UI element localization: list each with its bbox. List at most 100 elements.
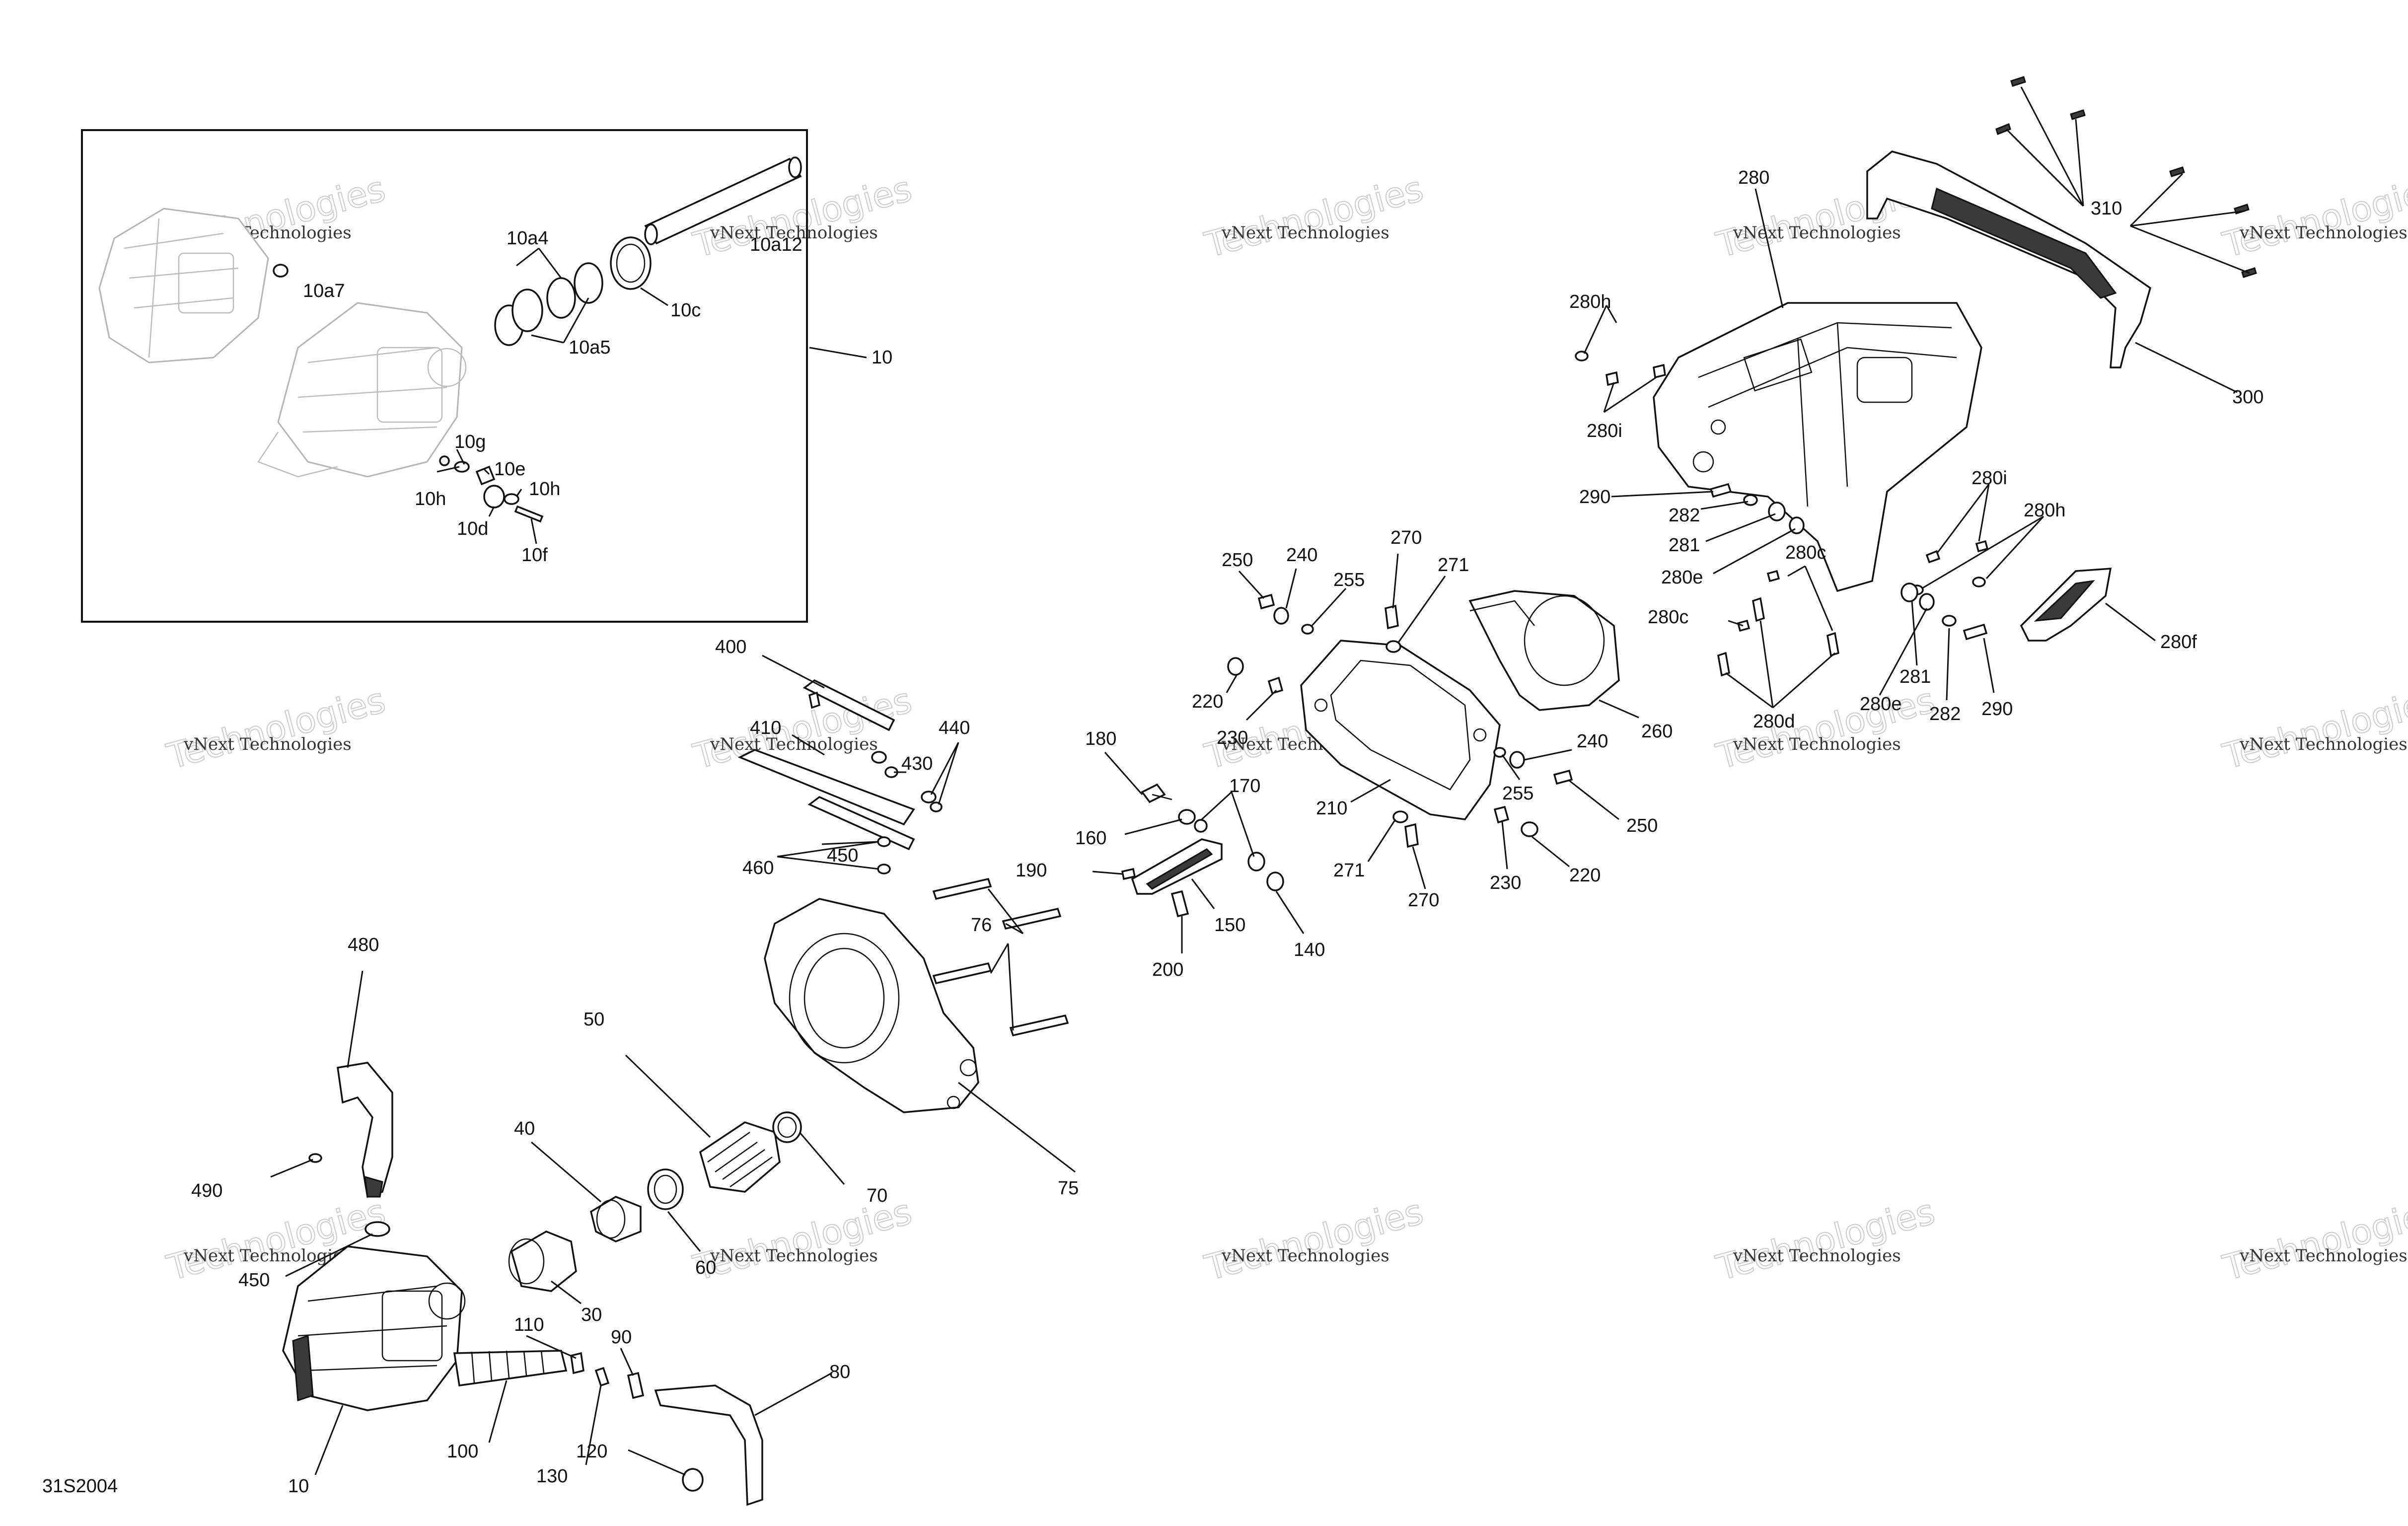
- callout-10c: 10c: [670, 300, 701, 321]
- callout-250-a: 250: [1222, 550, 1253, 571]
- callout-280c-b: 280c: [1648, 607, 1688, 628]
- ghost-housing-lower: [257, 302, 467, 478]
- watermark-text: vNext Technologies: [2239, 1246, 2408, 1266]
- plate-400: [803, 679, 895, 731]
- watermark-text: vNext Technologies: [2239, 223, 2408, 243]
- watermark-big: Technologies: [2219, 168, 2408, 266]
- bolt-290-b: [1963, 623, 1988, 641]
- watermark-big: Technologies: [163, 680, 390, 777]
- plate-450: [807, 796, 915, 851]
- watermark-text: vNext Technologies: [710, 223, 878, 243]
- callout-260: 260: [1641, 721, 1673, 742]
- watermark: Technologies vNext Technologies: [162, 679, 390, 778]
- callout-430: 430: [901, 753, 933, 774]
- callout-230-b: 230: [1490, 872, 1521, 893]
- callout-280: 280: [1738, 167, 1769, 188]
- callout-40: 40: [514, 1118, 535, 1139]
- callout-255-a: 255: [1333, 570, 1365, 590]
- watermark: Technologies vNext Technologies: [1712, 679, 1940, 778]
- housing-cap-260: [1468, 590, 1620, 711]
- mount-bracket-75: [764, 898, 979, 1113]
- screw-310-c: [2070, 109, 2086, 120]
- bushing-10d: [483, 485, 505, 509]
- screw-10g: [439, 455, 450, 466]
- bushing-281-b: [1900, 582, 1918, 602]
- callout-400: 400: [715, 637, 746, 657]
- bolt-290-a: [1709, 483, 1732, 498]
- screw-280i-d: [1975, 540, 1989, 553]
- screw-230-a: [1267, 676, 1284, 695]
- callout-230-a: 230: [1217, 727, 1248, 748]
- stud-280d-b: [1717, 652, 1730, 677]
- bushing-240-a: [1273, 607, 1289, 625]
- watermark: Technologies vNext Technologies: [1712, 1191, 1940, 1289]
- callout-75: 75: [1058, 1178, 1079, 1199]
- callout-410: 410: [750, 718, 781, 738]
- screw-310-a: [2010, 76, 2026, 87]
- callout-280c-a: 280c: [1785, 542, 1826, 563]
- bolt-76-a: [932, 877, 992, 900]
- callout-200: 200: [1152, 959, 1183, 980]
- screw-250-b: [1553, 769, 1573, 785]
- watermark-text: vNext Technologies: [1221, 1246, 1389, 1266]
- screw-250-a: [1257, 593, 1275, 610]
- plates-400: [737, 679, 943, 874]
- main-cover-280: [1653, 302, 1982, 592]
- callout-300: 300: [2232, 387, 2263, 408]
- inset-box-part-10: [81, 129, 808, 623]
- callout-310: 310: [2091, 198, 2122, 219]
- screw-230-b: [1493, 805, 1510, 824]
- bushing-281-a: [1768, 502, 1786, 521]
- bushing-170-b: [1247, 852, 1265, 872]
- callout-10h-a: 10h: [415, 489, 446, 509]
- callout-240-b: 240: [1577, 731, 1608, 752]
- watermark-big: Technologies: [2219, 680, 2408, 777]
- callout-220-a: 220: [1192, 691, 1223, 712]
- watermark-text: vNext Technologies: [1733, 1246, 1901, 1266]
- watermark: Technologies vNext Technologies: [1200, 1191, 1428, 1289]
- callout-250-b: 250: [1626, 815, 1658, 836]
- callout-10-main: 10: [288, 1476, 309, 1497]
- hardware-280: [1575, 351, 2112, 677]
- watermark-big: Technologies: [1201, 168, 1428, 266]
- callout-490: 490: [191, 1180, 222, 1201]
- watermark: Technologies vNext Technologies: [2218, 168, 2408, 266]
- callout-10d: 10d: [457, 518, 488, 539]
- callout-210: 210: [1316, 798, 1347, 819]
- screw-280i-b: [1653, 363, 1666, 379]
- washer-282-a: [1743, 494, 1758, 506]
- callout-140: 140: [1294, 940, 1325, 960]
- screw-310-d: [2169, 166, 2185, 177]
- plate-410: [737, 749, 915, 826]
- callout-220-b: 220: [1569, 865, 1601, 886]
- callout-270-b: 270: [1408, 890, 1439, 911]
- callout-10a4: 10a4: [507, 228, 549, 249]
- callout-271-a: 271: [1438, 555, 1469, 576]
- link-arm-assembly: [1121, 783, 1284, 918]
- stud-280d-c: [1826, 632, 1839, 657]
- callout-240-a: 240: [1286, 545, 1317, 566]
- inset-frame: [81, 129, 808, 623]
- clamp-60: [647, 1168, 684, 1210]
- callout-450-a: 450: [827, 845, 858, 866]
- callout-76: 76: [971, 915, 992, 936]
- leader-lines: [270, 86, 2250, 1476]
- washer-440-b: [921, 791, 937, 803]
- clamp-120: [682, 1468, 704, 1492]
- nut-440-a: [871, 751, 887, 764]
- watermark-big: Technologies: [1201, 1191, 1428, 1289]
- washer-255-a: [1301, 624, 1314, 635]
- callout-290-a: 290: [1579, 487, 1610, 508]
- nut-280c-a: [1766, 570, 1780, 582]
- screw-10f: [514, 505, 544, 523]
- callout-160: 160: [1075, 828, 1106, 849]
- o-ring-170: [1194, 819, 1208, 833]
- callout-labels: 10a4 10a7 10a12 10c 10a5 10 10g 10e 10h …: [42, 167, 2263, 1497]
- callout-282-b: 282: [1929, 704, 1961, 725]
- washer-450: [877, 836, 891, 847]
- callout-281-a: 281: [1669, 535, 1700, 556]
- callout-270-a: 270: [1390, 527, 1422, 548]
- ring-10a4-b: [546, 277, 576, 319]
- watermark-big: Technologies: [2219, 1191, 2408, 1289]
- callout-100: 100: [447, 1441, 478, 1462]
